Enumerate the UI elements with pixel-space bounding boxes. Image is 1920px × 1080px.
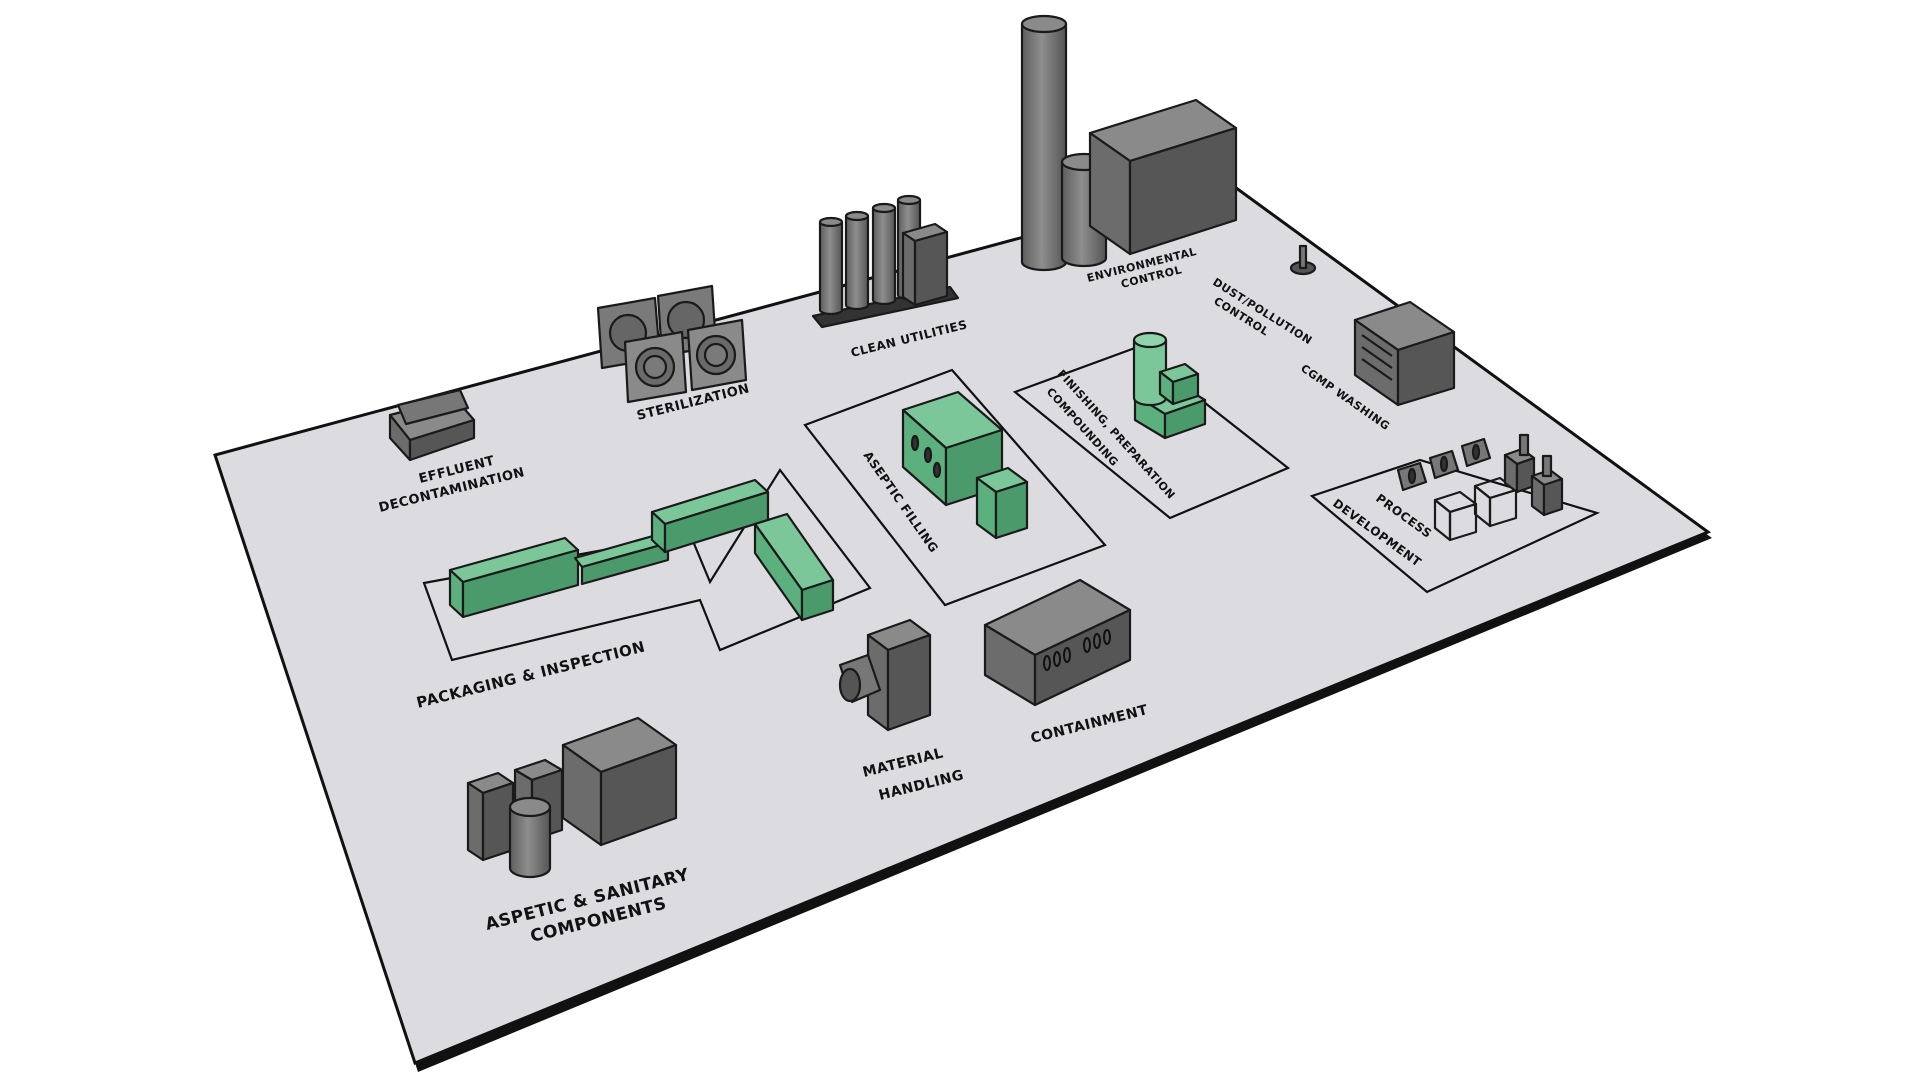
packaging-inspection-line	[448, 478, 835, 622]
clean-utilities-equipment	[811, 194, 960, 329]
zone-packaging-inspection	[422, 468, 872, 662]
zone-process-development	[1309, 458, 1601, 594]
dust-control-post	[1289, 244, 1317, 276]
aseptic-sanitary-components	[466, 716, 678, 879]
cgmp-washer	[1353, 300, 1456, 407]
process-development-equipment	[1396, 433, 1564, 542]
sterilization-autoclaves	[596, 284, 748, 404]
containment-isolator	[983, 578, 1132, 707]
zone-aseptic-filling	[803, 368, 1107, 607]
material-handling-unit	[838, 618, 932, 732]
effluent-decontamination-unit	[388, 388, 476, 462]
finishing-compounding-machine	[1132, 331, 1207, 440]
environmental-control-unit	[1088, 98, 1238, 256]
aseptic-filling-machine	[901, 390, 1029, 540]
zone-finishing-compounding	[1012, 346, 1291, 520]
